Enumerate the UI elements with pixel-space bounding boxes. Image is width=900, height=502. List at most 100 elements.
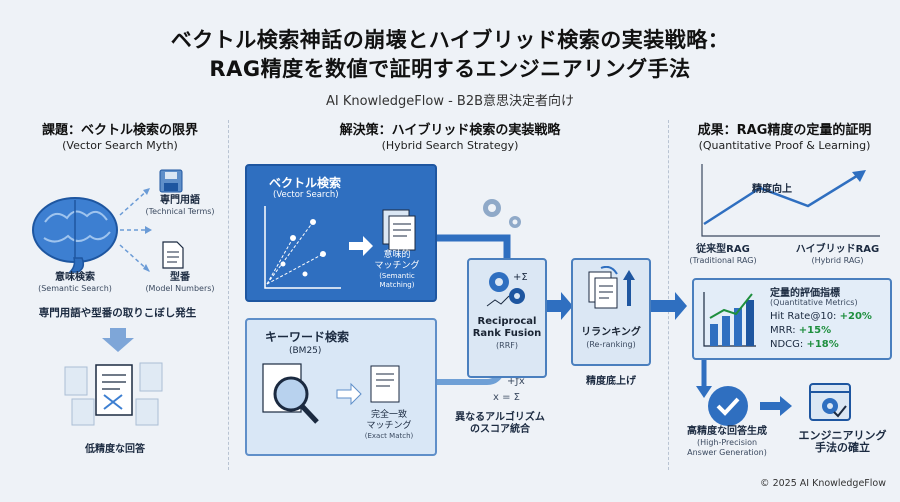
title-line-1: ベクトル検索神話の崩壊とハイブリッド検索の実装戦略： (170, 28, 730, 52)
hybrid-rag-label: ハイブリッドRAG (795, 244, 880, 255)
brain-icon (32, 197, 118, 273)
gear-icon-1 (483, 199, 521, 228)
vector-search-panel: ベクトル検索 (Vector Search) 意味的 マッチング (Semant… (245, 164, 437, 302)
rrf-box: +Σ Reciprocal Rank Fusion (RRF) (467, 258, 547, 378)
answer-generation-sub-1: (High-Precision (696, 438, 758, 447)
title-line-2: RAG精度を数値で証明するエンジニアリング手法 (209, 57, 691, 81)
reranking-sub: (Re-ranking) (586, 340, 636, 349)
chart-improvement-label: 精度向上 (752, 184, 792, 195)
copyright: © 2025 AI KnowledgeFlow (760, 478, 886, 489)
results-flow-arrows (696, 360, 712, 398)
page-title: ベクトル検索神話の崩壊とハイブリッド検索の実装戦略： RAG精度を数値で証明する… (0, 26, 900, 84)
section-divider-right (668, 120, 669, 470)
semantic-matching-sub: (Semantic (379, 272, 415, 280)
results-title: 成果：RAG精度の定量的証明 (697, 123, 872, 138)
model-numbers-caption: 型番 (Model Numbers) (135, 272, 225, 294)
right-arrow-icon (760, 396, 792, 416)
metric-mrr-value: +15% (798, 325, 832, 336)
svg-text:+Σ: +Σ (513, 272, 528, 283)
exact-match-sub: (Exact Match) (364, 432, 414, 440)
metrics-box: 定量的評価指標 (Quantitative Metrics) Hit Rate@… (692, 278, 892, 360)
metric-hit-rate: Hit Rate@10: +20% (770, 310, 872, 324)
fusion-note: 異なるアルゴリズム のスコア統合 (440, 412, 560, 436)
semantic-matching-label-2: マッチング (374, 261, 420, 271)
exact-match-label: 完全一致 (370, 410, 407, 420)
problem-subtitle: (Vector Search Myth) (62, 139, 178, 152)
document-icon (162, 241, 184, 269)
technical-terms-label: 専門用語 (160, 195, 200, 206)
central-document (95, 364, 133, 416)
vector-space-icon (264, 206, 416, 289)
traditional-rag-label: 従来型RAG (696, 244, 750, 255)
reranking-caption: リランキング (Re-ranking) (573, 326, 649, 350)
reranking-icon (588, 266, 635, 309)
exact-match-label-2: マッチング (366, 421, 412, 431)
magnifier-icon (262, 363, 319, 424)
semantic-matching-label: 意味的 (383, 250, 411, 260)
problem-title: 課題：ベクトル検索の限界 (41, 123, 198, 138)
down-arrow-icon (102, 328, 134, 352)
bar-chart-icon (703, 292, 756, 347)
metrics-title: 定量的評価指標 (770, 288, 840, 299)
technical-terms-sub: (Technical Terms) (145, 207, 215, 216)
model-numbers-label: 型番 (170, 272, 190, 283)
keyword-search-title: キーワード検索 (265, 330, 350, 344)
traditional-rag-caption: 従来型RAG (Traditional RAG) (678, 244, 768, 266)
check-badge-icon (708, 386, 748, 426)
results-subtitle: (Quantitative Proof & Learning) (698, 139, 871, 152)
browser-gear-icon (809, 383, 851, 421)
scattered-documents-icon (64, 362, 163, 426)
matched-document-icon (370, 365, 400, 403)
vector-search-sub: (Vector Search) (273, 190, 339, 200)
method-caption: エンジニアリング 手法の確立 (790, 430, 895, 454)
rrf-title-1: Reciprocal (477, 316, 537, 327)
solution-subtitle: (Hybrid Search Strategy) (381, 139, 519, 152)
svg-text:+ƒx: +ƒx (507, 376, 525, 387)
answer-generation-caption: 高精度な回答生成 (High-Precision Answer Generati… (672, 426, 782, 458)
fusion-note-1: 異なるアルゴリズム (455, 412, 545, 423)
method-label-2: 手法の確立 (815, 441, 870, 454)
rrf-title-2: Rank Fusion (472, 328, 542, 339)
arrowheads (143, 188, 152, 272)
hybrid-rag-sub: (Hybrid RAG) (811, 256, 864, 265)
solution-section-header: 解決策：ハイブリッド検索の実装戦略 (Hybrid Search Strateg… (240, 122, 660, 153)
metric-ndcg: NDCG: +18% (770, 338, 839, 352)
metric-mrr: MRR: +15% (770, 324, 831, 338)
metrics-sub: (Quantitative Metrics) (770, 298, 858, 307)
answer-generation-sub-2: Answer Generation) (687, 448, 767, 457)
metric-ndcg-value: +18% (806, 339, 839, 350)
accuracy-chart (701, 164, 880, 237)
exact-match-caption: 完全一致 マッチング (Exact Match) (347, 410, 431, 441)
rrf-caption: Reciprocal Rank Fusion (RRF) (469, 316, 545, 351)
fusion-gears-icon: +Σ (486, 272, 528, 307)
semantic-search-caption: 意味検索 (Semantic Search) (20, 272, 130, 294)
results-section-header: 成果：RAG精度の定量的証明 (Quantitative Proof & Lea… (672, 122, 897, 153)
semantic-search-label: 意味検索 (55, 272, 95, 283)
reranking-note: 精度底上げ (586, 376, 636, 387)
vector-search-title: ベクトル検索 (269, 176, 342, 190)
problem-section-header: 課題：ベクトル検索の限界 (Vector Search Myth) (15, 122, 225, 153)
page-subtitle: AI KnowledgeFlow - B2B意思決定者向け (325, 94, 575, 109)
keyword-illustration (262, 363, 400, 424)
documents-icon (382, 209, 416, 251)
low-precision-answer: 低精度な回答 (85, 444, 145, 455)
metric-hit-rate-name: Hit Rate@10: (770, 311, 837, 322)
problem-illustration (32, 169, 184, 352)
fusion-note-2: のスコア統合 (470, 424, 530, 435)
disk-icon (159, 169, 183, 193)
rrf-sub: (RRF) (496, 341, 518, 350)
method-label-1: エンジニアリング (798, 429, 887, 442)
semantic-search-sub: (Semantic Search) (38, 284, 112, 293)
section-divider-left (228, 120, 229, 470)
traditional-rag-sub: (Traditional RAG) (689, 256, 757, 265)
problem-statement: 専門用語や型番の取りこぼし発生 (38, 307, 197, 319)
metric-hit-rate-value: +20% (839, 311, 872, 322)
technical-terms-caption: 専門用語 (Technical Terms) (135, 195, 225, 217)
solution-title: 解決策：ハイブリッド検索の実装戦略 (339, 123, 561, 138)
model-numbers-sub: (Model Numbers) (145, 284, 215, 293)
semantic-matching-caption: 意味的 マッチング (Semantic Matching) (359, 250, 435, 290)
answer-generation-label: 高精度な回答生成 (687, 426, 767, 437)
svg-text:x = Σ: x = Σ (493, 392, 520, 403)
semantic-matching-sub-2: Matching) (379, 281, 415, 289)
keyword-search-panel: キーワード検索 (BM25) 完全一致 マッチング (Exact Match) (245, 318, 437, 456)
